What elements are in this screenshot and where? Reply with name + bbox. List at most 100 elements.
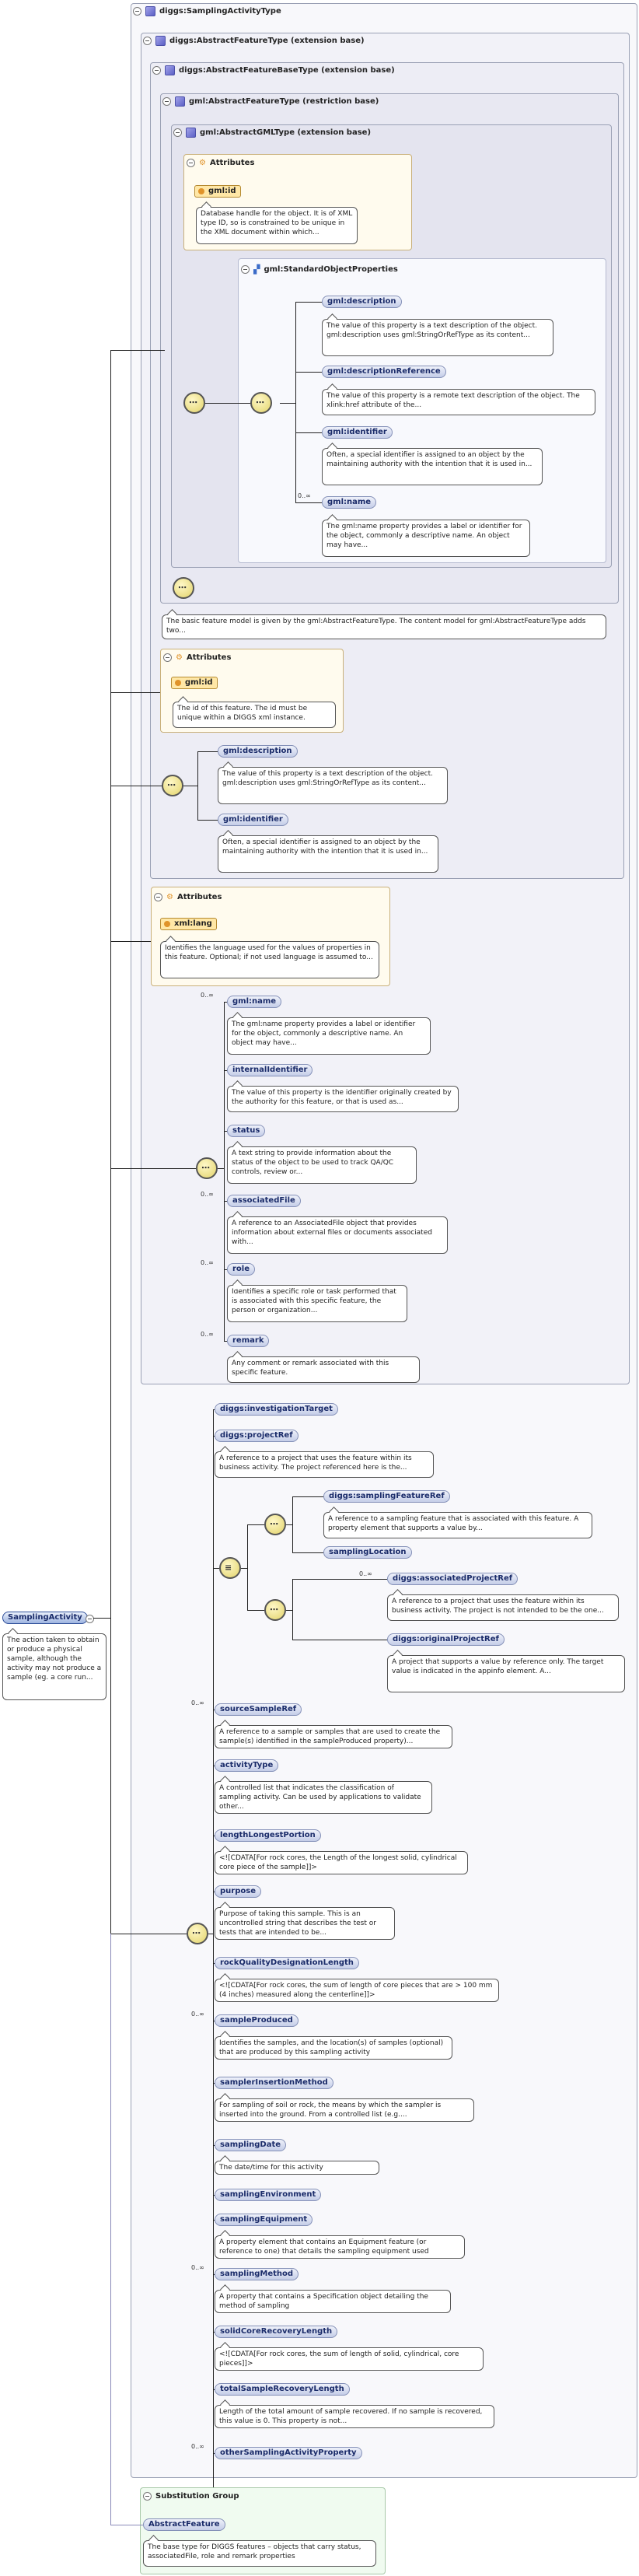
feature-model-desc: The basic feature model is given by the … xyxy=(162,614,606,639)
choice-compositor-icon[interactable]: ≡ xyxy=(219,1557,241,1579)
fprop-5-count: 0..∞ xyxy=(201,1331,214,1338)
attributes-header[interactable]: ⚙ Attributes xyxy=(187,159,254,167)
base-attributes-header[interactable]: ⚙ Attributes xyxy=(163,653,231,662)
base-prop-identifier-desc: Often, a special identifier is assigned … xyxy=(218,835,438,873)
collapse-toggle-icon[interactable] xyxy=(162,97,171,106)
prop-0[interactable]: sourceSampleRef xyxy=(215,1703,302,1716)
sequence-compositor-icon[interactable]: ⋯ xyxy=(196,1157,218,1179)
substitution-abstract-feature-desc: The base type for DIGGS features – objec… xyxy=(143,2540,376,2567)
xml-lang-attributes-label: Attributes xyxy=(176,893,222,901)
collapse-toggle-icon[interactable] xyxy=(133,7,141,16)
seq-sampling-feature-ref[interactable]: diggs:samplingFeatureRef xyxy=(323,1490,450,1503)
feature-prop-role-desc: Identifies a specific role or task perfo… xyxy=(227,1285,407,1322)
prop-6-desc: For sampling of soil or rock, the means … xyxy=(215,2098,474,2122)
attr-xml-lang[interactable]: xml:lang xyxy=(160,918,217,930)
prop-11[interactable]: solidCoreRecoveryLength xyxy=(215,2326,338,2338)
attribute-group-icon: ⚙ xyxy=(176,653,183,662)
seq-sampling-location[interactable]: samplingLocation xyxy=(323,1546,412,1559)
base-prop-description-desc: The value of this property is a text des… xyxy=(218,767,448,804)
seq-associated-project-ref-count: 0..∞ xyxy=(359,1570,372,1577)
base-prop-identifier[interactable]: gml:identifier xyxy=(218,814,288,826)
std-prop-name[interactable]: gml:name xyxy=(322,496,377,509)
feature-prop-associated-file[interactable]: associatedFile xyxy=(227,1195,301,1207)
collapse-toggle-icon[interactable] xyxy=(187,159,195,167)
prop-7[interactable]: samplingDate xyxy=(215,2139,287,2151)
abstract-feature-header[interactable]: diggs:AbstractFeatureType (extension bas… xyxy=(143,36,365,46)
prop-12-desc: Length of the total amount of sample rec… xyxy=(215,2405,494,2428)
sequence-compositor-icon[interactable]: ⋯ xyxy=(173,577,194,599)
prop-0-count: 0..∞ xyxy=(191,1699,204,1706)
substitution-group-header[interactable]: Substitution Group xyxy=(143,2492,239,2501)
abstract-feature-base-header[interactable]: diggs:AbstractFeatureBaseType (extension… xyxy=(152,65,395,75)
feature-prop-associated-file-desc: A reference to an AssociatedFile object … xyxy=(227,1216,448,1254)
prop-0-desc: A reference to a sample or samples that … xyxy=(215,1725,452,1748)
std-prop-identifier[interactable]: gml:identifier xyxy=(322,426,393,439)
gml-abstract-gml-header[interactable]: gml:AbstractGMLType (extension base) xyxy=(173,128,371,138)
prop-6[interactable]: samplerInsertionMethod xyxy=(215,2077,333,2089)
std-prop-description-reference[interactable]: gml:descriptionReference xyxy=(322,366,446,378)
collapse-toggle-icon[interactable] xyxy=(152,66,161,75)
prop-1-desc: A controlled list that indicates the cla… xyxy=(215,1781,432,1814)
seq-associated-project-ref[interactable]: diggs:associatedProjectRef xyxy=(387,1573,519,1585)
root-expand-toggle-icon[interactable] xyxy=(86,1615,94,1623)
feature-prop-remark[interactable]: remark xyxy=(227,1335,270,1347)
std-prop-description-desc: The value of this property is a text des… xyxy=(322,319,553,356)
sequence-compositor-icon[interactable]: ⋯ xyxy=(264,1514,286,1535)
std-prop-description[interactable]: gml:description xyxy=(322,296,402,308)
gml-abstract-gml-label: gml:AbstractGMLType (extension base) xyxy=(200,128,372,137)
standard-object-properties-header[interactable]: ▞ gml:StandardObjectProperties xyxy=(241,264,398,275)
std-prop-identifier-desc: Often, a special identifier is assigned … xyxy=(322,448,543,485)
attribute-group-icon: ⚙ xyxy=(166,893,173,901)
sequence-compositor-icon[interactable]: ⋯ xyxy=(264,1599,286,1621)
prop-13-count: 0..∞ xyxy=(191,2443,204,2450)
prop-4[interactable]: rockQualityDesignationLength xyxy=(215,1957,359,1969)
seq-project-ref[interactable]: diggs:projectRef xyxy=(215,1430,299,1442)
collapse-toggle-icon[interactable] xyxy=(163,653,172,662)
base-attributes-label: Attributes xyxy=(186,653,232,662)
feature-prop-internal-identifier[interactable]: internalIdentifier xyxy=(227,1064,313,1076)
prop-3[interactable]: purpose xyxy=(215,1885,261,1898)
seq-original-project-ref[interactable]: diggs:originalProjectRef xyxy=(387,1633,505,1646)
collapse-toggle-icon[interactable] xyxy=(143,2492,152,2501)
sequence-compositor-icon[interactable]: ⋯ xyxy=(162,775,183,796)
prop-1[interactable]: activityType xyxy=(215,1759,279,1772)
seq-project-ref-desc: A reference to a project that uses the f… xyxy=(215,1451,434,1478)
prop-9-desc: A property element that contains an Equi… xyxy=(215,2235,465,2259)
prop-5[interactable]: sampleProduced xyxy=(215,2014,299,2027)
prop-13[interactable]: otherSamplingActivityProperty xyxy=(215,2447,362,2459)
seq-associated-project-ref-desc: A reference to a project that uses the f… xyxy=(387,1594,619,1621)
xml-lang-attributes-header[interactable]: ⚙ Attributes xyxy=(154,893,222,901)
standard-object-properties-label: gml:StandardObjectProperties xyxy=(264,265,398,274)
feature-prop-remark-desc: Any comment or remark associated with th… xyxy=(227,1356,420,1383)
seq-investigation-target[interactable]: diggs:investigationTarget xyxy=(215,1403,338,1416)
fprop-3-count: 0..∞ xyxy=(201,1191,214,1198)
type-header[interactable]: diggs:SamplingActivityType xyxy=(133,6,281,16)
collapse-toggle-icon[interactable] xyxy=(143,37,152,45)
collapse-toggle-icon[interactable] xyxy=(173,128,182,137)
collapse-toggle-icon[interactable] xyxy=(241,265,250,274)
attr-gml-id[interactable]: gml:id xyxy=(194,185,241,198)
feature-prop-gml-name-desc: The gml:name property provides a label o… xyxy=(227,1017,431,1055)
sequence-compositor-icon[interactable]: ⋯ xyxy=(250,392,272,414)
main-sequence-compositor-icon[interactable]: ⋯ xyxy=(187,1923,208,1944)
prop-8[interactable]: samplingEnvironment xyxy=(215,2189,322,2201)
prop-10[interactable]: samplingMethod xyxy=(215,2268,299,2280)
base-prop-description[interactable]: gml:description xyxy=(218,745,298,758)
gml-abstract-feature-header[interactable]: gml:AbstractFeatureType (restriction bas… xyxy=(162,96,379,107)
root-element-sampling-activity[interactable]: SamplingActivity xyxy=(2,1612,88,1624)
prop-12[interactable]: totalSampleRecoveryLength xyxy=(215,2383,350,2396)
substitution-abstract-feature[interactable]: AbstractFeature xyxy=(143,2518,225,2531)
seq-original-project-ref-desc: A project that supports a value by refer… xyxy=(387,1655,625,1692)
prop-5-desc: Identifies the samples, and the location… xyxy=(215,2036,452,2060)
feature-prop-gml-name[interactable]: gml:name xyxy=(227,996,282,1008)
prop-9[interactable]: samplingEquipment xyxy=(215,2214,313,2226)
complex-type-icon xyxy=(165,65,175,75)
complex-type-icon xyxy=(175,96,185,107)
feature-prop-status[interactable]: status xyxy=(227,1125,266,1137)
base-attr-gml-id[interactable]: gml:id xyxy=(171,677,218,689)
feature-prop-role[interactable]: role xyxy=(227,1263,256,1276)
collapse-toggle-icon[interactable] xyxy=(154,893,162,901)
prop-2[interactable]: lengthLongestPortion xyxy=(215,1829,321,1842)
sequence-compositor-icon[interactable]: ⋯ xyxy=(183,392,205,414)
substitution-group-label: Substitution Group xyxy=(155,2492,239,2501)
